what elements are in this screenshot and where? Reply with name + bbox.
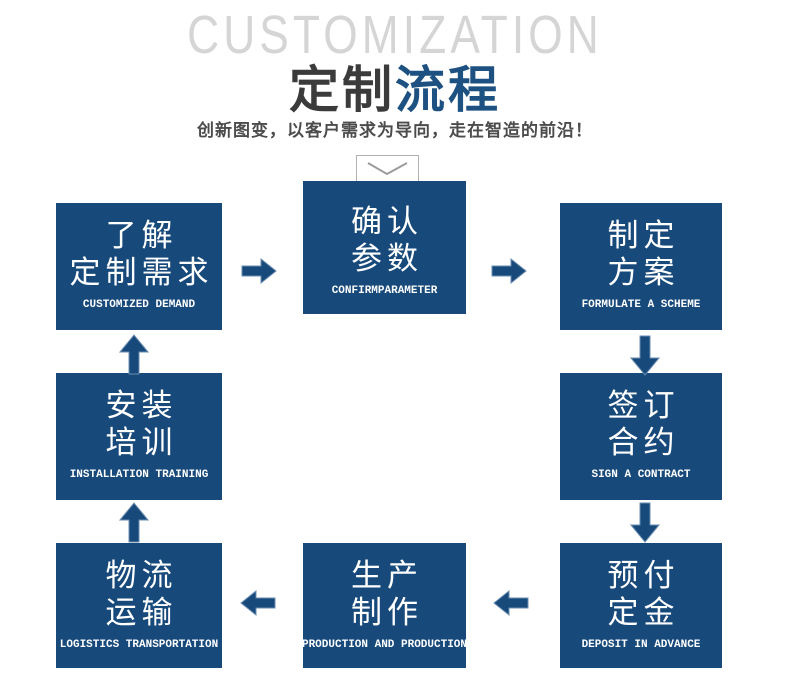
step-box-confirm-parameter: 确认 参数 CONFIRMPARAMETER (303, 181, 466, 314)
arrow-up-icon (118, 334, 150, 375)
arrow-left-icon (240, 589, 276, 617)
step-box-logistics-transportation: 物流 运输 LOGISTICS TRANSPORTATION (56, 543, 222, 668)
step-en-caption: CONFIRMPARAMETER (331, 285, 438, 297)
arrow-down-icon (629, 502, 661, 543)
step-cn-line1: 安装 (105, 388, 178, 423)
step-cn-line1: 物流 (105, 558, 178, 593)
step-cn-line2: 定金 (607, 595, 680, 630)
step-box-sign-contract: 签订 合约 SIGN A CONTRACT (560, 373, 722, 500)
step-cn-line2: 制作 (351, 595, 423, 630)
step-en-caption: CUSTOMIZED DEMAND (82, 299, 196, 311)
arrow-up-icon (118, 502, 150, 543)
step-box-formulate-scheme: 制定 方案 FORMULATE A SCHEME (560, 203, 722, 330)
step-cn-line1: 制定 (607, 218, 680, 253)
step-en-caption: FORMULATE A SCHEME (581, 299, 701, 311)
step-cn-line1: 生产 (351, 558, 423, 593)
step-cn-line1: 预付 (607, 558, 680, 593)
step-en-caption: DEPOSIT IN ADVANCE (581, 639, 701, 651)
step-cn-line1: 了解 (105, 218, 178, 253)
step-en-caption: INSTALLATION TRAINING (69, 469, 209, 481)
step-en-caption: PRODUCTION AND PRODUCTION (301, 639, 468, 651)
arrow-down-icon (629, 335, 661, 376)
page-title: 定制流程 (0, 50, 790, 122)
title-primary: 定制 (289, 62, 395, 118)
step-cn-line1: 确认 (351, 204, 423, 239)
watermark-text: CUSTOMIZATION (187, 5, 603, 65)
step-box-customized-demand: 了解 定制需求 CUSTOMIZED DEMAND (56, 203, 222, 330)
step-en-caption: LOGISTICS TRANSPORTATION (59, 639, 219, 651)
step-cn-line2: 合约 (607, 425, 680, 460)
step-cn-line1: 签订 (607, 388, 680, 423)
step-cn-line2: 培训 (105, 425, 178, 460)
step-box-production: 生产 制作 PRODUCTION AND PRODUCTION (301, 543, 468, 668)
arrow-left-icon (493, 589, 529, 617)
step-cn-line2: 定制需求 (69, 255, 214, 290)
step-cn-line2: 方案 (607, 255, 680, 290)
chevron-down-icon (356, 155, 419, 182)
page-subtitle: 创新图变，以客户需求为导向，走在智造的前沿！ (197, 121, 593, 140)
step-box-installation-training: 安装 培训 INSTALLATION TRAINING (56, 373, 222, 500)
step-cn-line2: 运输 (105, 595, 178, 630)
arrow-right-icon (491, 257, 527, 285)
step-en-caption: SIGN A CONTRACT (591, 469, 691, 481)
step-cn-line2: 参数 (351, 241, 423, 276)
arrow-right-icon (241, 257, 277, 285)
step-box-deposit-in-advance: 预付 定金 DEPOSIT IN ADVANCE (560, 543, 722, 668)
title-accent: 流程 (395, 62, 501, 118)
